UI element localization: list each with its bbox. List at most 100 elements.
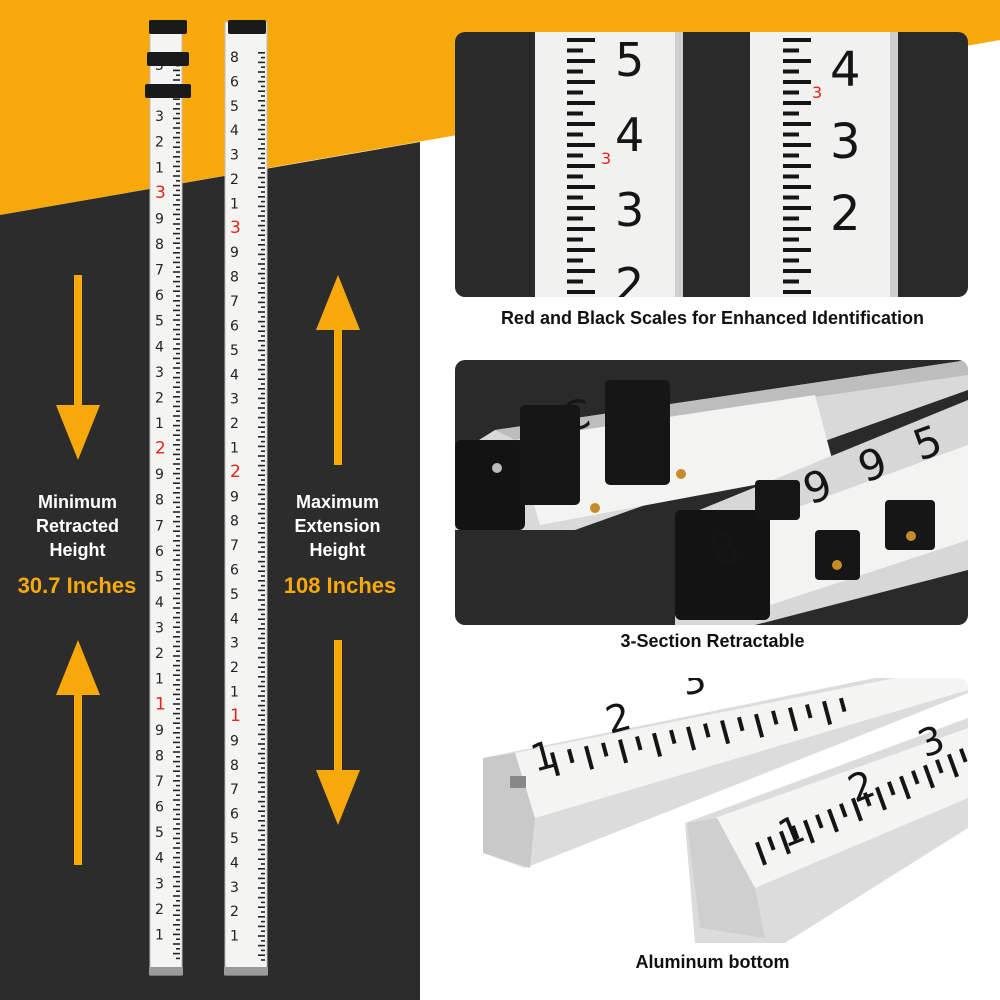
rod-face — [535, 32, 675, 297]
scale-tick — [686, 726, 697, 751]
red-scale-digit: 3 — [812, 83, 822, 102]
min-label-line: Height — [49, 540, 106, 560]
scale-tick — [959, 748, 968, 763]
scale-tick — [567, 164, 595, 168]
arrow-down-icon — [316, 640, 360, 825]
rod-edge — [890, 32, 898, 297]
scale-tick — [783, 48, 799, 53]
scale-tick — [771, 710, 779, 725]
scale-tick — [601, 742, 609, 757]
end-cap — [675, 510, 770, 620]
scale-tick — [875, 786, 887, 811]
scale-tick — [803, 819, 815, 844]
scale-tick — [783, 122, 811, 126]
brass-screw — [906, 531, 916, 541]
scale-tick — [783, 174, 799, 179]
scale-tick — [567, 132, 583, 137]
scale-tick — [567, 174, 583, 179]
scale-tick — [567, 143, 595, 147]
scale-tick — [783, 237, 799, 242]
scale-tick — [703, 723, 711, 738]
scale-digit: 3 — [830, 114, 861, 170]
max-height-label: Maximum Extension Height — [280, 490, 395, 562]
scale-tick — [567, 101, 595, 105]
end-cap — [455, 440, 525, 530]
scale-tick — [567, 248, 595, 252]
scale-tick — [737, 716, 745, 732]
min-height-label: Minimum Retracted Height — [20, 490, 135, 562]
scale-tick — [567, 227, 595, 231]
scale-tick — [839, 697, 847, 713]
scale-tick — [783, 143, 811, 147]
scale-digit: 3 — [615, 183, 644, 237]
scale-tick — [783, 69, 799, 74]
rod-face — [735, 445, 968, 610]
panel-caption-1: Red and Black Scales for Enhanced Identi… — [500, 308, 925, 328]
arrow-down-icon — [56, 275, 100, 460]
section-clamp — [755, 480, 800, 520]
scale-tick — [887, 781, 896, 796]
aluminum-foot — [687, 818, 765, 938]
scale-tick — [567, 269, 595, 273]
scale-tick — [815, 814, 824, 829]
scale-tick — [618, 739, 629, 764]
scale-tick — [788, 707, 799, 732]
scale-tick — [783, 290, 811, 294]
scale-tick — [754, 713, 765, 738]
scale-tick — [911, 770, 920, 785]
scale-tick — [779, 830, 791, 855]
scale-digit: 2 — [830, 186, 861, 242]
rod-edge — [675, 32, 683, 297]
scale-tick — [567, 258, 583, 263]
scale-digit: 4 — [830, 42, 861, 98]
scale-tick — [783, 153, 799, 158]
scale-tick — [567, 122, 595, 126]
max-height-value: 108 Inches — [283, 573, 397, 598]
scale-tick — [720, 719, 731, 745]
scale-tick — [755, 841, 767, 866]
scale-tick — [783, 227, 811, 231]
scale-tick — [783, 195, 799, 200]
scale-tick — [567, 748, 575, 764]
max-label-line: Extension — [294, 516, 381, 536]
scale-tick — [567, 38, 595, 42]
scale-tick — [783, 185, 811, 189]
scale-tick — [851, 797, 863, 822]
scale-tick — [783, 164, 811, 168]
arrow-up-icon — [56, 640, 100, 865]
scale-tick — [567, 195, 583, 200]
scale-tick — [550, 751, 561, 777]
scale-digit: 5 — [615, 33, 644, 87]
scale-tick — [567, 69, 583, 74]
scale-tick — [783, 38, 811, 42]
brass-screw — [832, 560, 842, 570]
rivet — [492, 463, 502, 473]
scale-tick — [567, 90, 583, 95]
scale-tick — [783, 80, 811, 84]
panel-caption-2: 3-Section Retractable — [620, 631, 805, 651]
min-label-line: Retracted — [35, 516, 120, 536]
scale-tick — [567, 290, 595, 294]
scale-tick — [863, 792, 872, 807]
scale-digit: 2 — [615, 258, 644, 297]
scale-tick — [669, 729, 677, 745]
section-clamp — [885, 500, 935, 550]
scale-tick — [783, 132, 799, 137]
max-label-line: Height — [309, 540, 366, 560]
scale-tick — [839, 803, 848, 818]
scale-tick — [783, 101, 811, 105]
scale-tick — [567, 153, 583, 158]
scale-tick — [783, 248, 811, 252]
dark-band — [0, 142, 420, 1000]
scale-tick — [805, 703, 813, 719]
scale-tick — [635, 735, 643, 751]
red-scale-digit: 3 — [601, 149, 611, 168]
scale-tick — [584, 745, 595, 770]
section-clamp — [520, 405, 580, 505]
